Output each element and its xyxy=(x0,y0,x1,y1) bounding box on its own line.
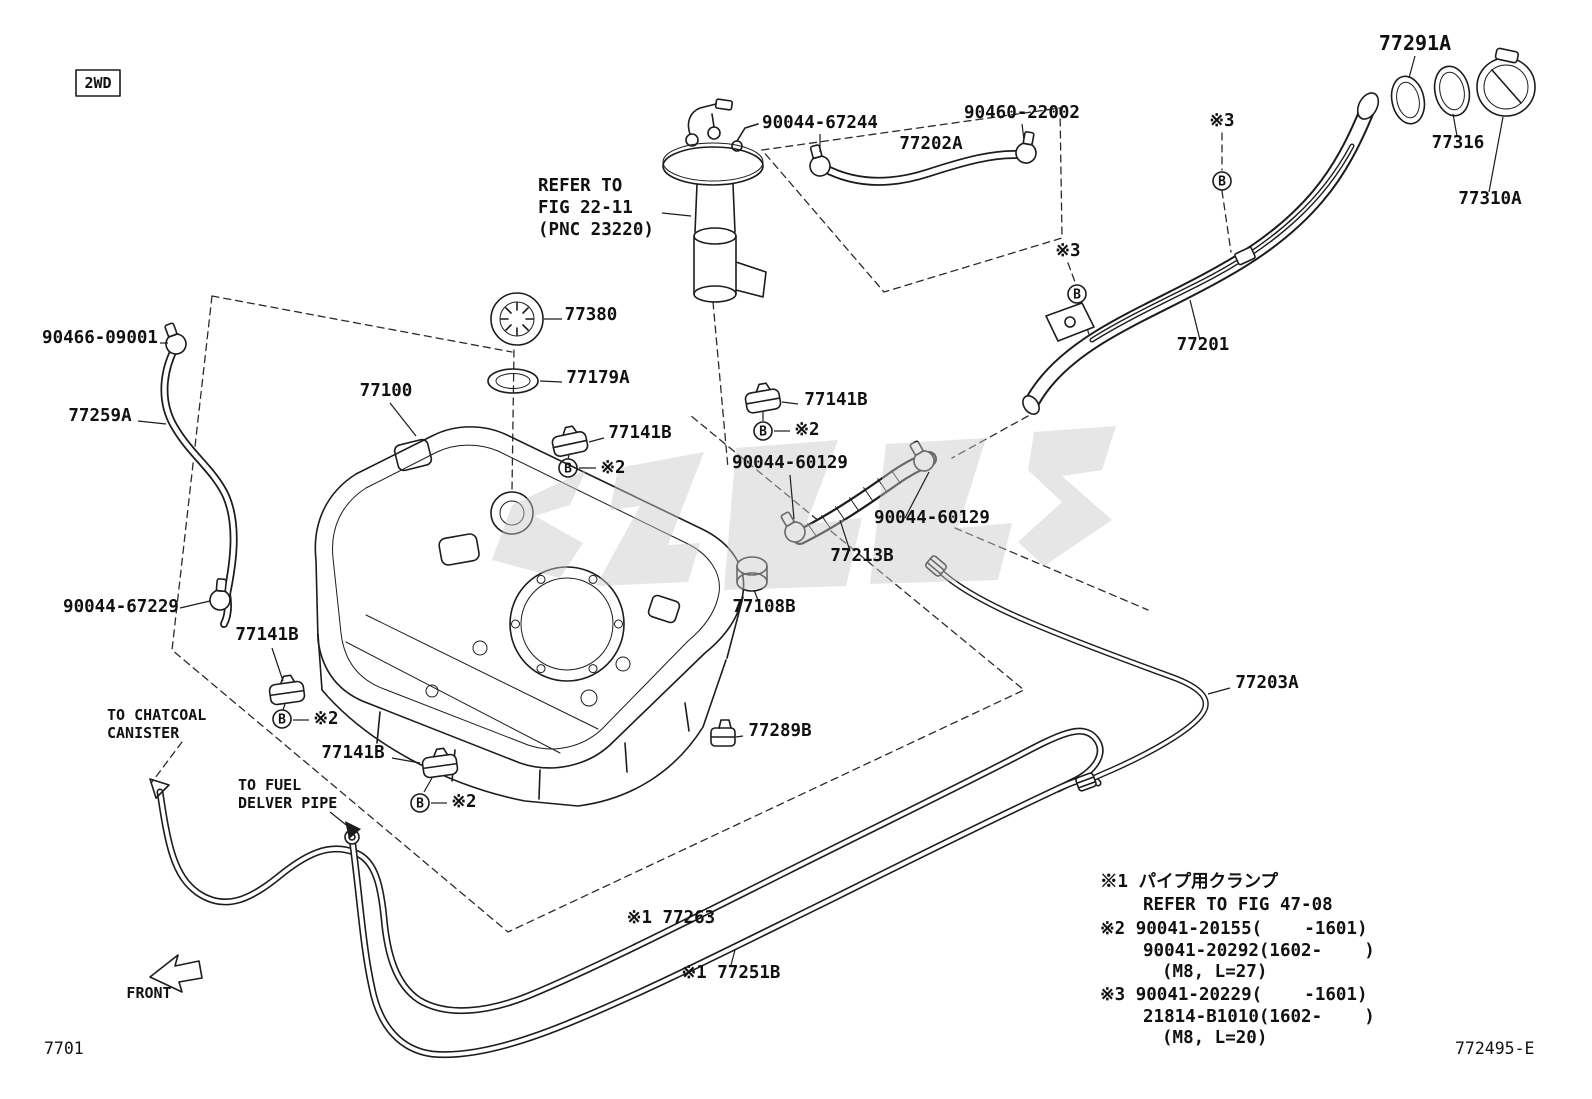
canister-arrowhead xyxy=(149,778,170,799)
b-marker: B xyxy=(272,709,292,729)
b-marker-label: B xyxy=(278,713,286,728)
part-label-77263: ※1 77263 xyxy=(627,908,715,928)
part-label-77141b: 77141B xyxy=(804,390,867,410)
hose-77202a xyxy=(804,129,1041,186)
drive-type-label: 2WD xyxy=(84,74,111,92)
legend-row-7: 21814-B1010(1602- ) xyxy=(1143,1007,1375,1027)
drive-type-badge: 2WD xyxy=(75,69,121,97)
page-code: 7701 xyxy=(44,1039,84,1058)
fuel-tank-77100 xyxy=(314,426,745,807)
part-label-77316: 77316 xyxy=(1432,133,1485,153)
part-label-90044-60129: 90044-60129 xyxy=(874,508,990,528)
drawing-code: 772495-E xyxy=(1455,1039,1534,1058)
refer-note-line1: REFER TO xyxy=(538,176,622,196)
b-marker: B xyxy=(753,421,773,441)
b-marker-label: B xyxy=(564,462,572,477)
notes: REFER TO FIG 22-11 (PNC 23220) TO CHATCO… xyxy=(107,176,654,812)
b-marker: B xyxy=(558,458,578,478)
filler-pipe-77201 xyxy=(1022,92,1380,415)
part-label-77141b: 77141B xyxy=(321,743,384,763)
leader-lines xyxy=(137,55,1504,966)
part-label-90044-67244: 90044-67244 xyxy=(762,113,878,133)
front-arrow: FRONT xyxy=(126,954,203,1002)
ring-77291a xyxy=(1390,75,1426,125)
star2-marker: ※2 xyxy=(600,458,625,478)
legend-row-5: (M8, L=27) xyxy=(1162,962,1267,982)
part-label-77201: 77201 xyxy=(1177,335,1230,355)
b-marker-label: B xyxy=(416,797,424,812)
clip-77289b xyxy=(710,719,736,747)
part-label-77141b: 77141B xyxy=(235,625,298,645)
legend-row-4: 90041-20292(1602- ) xyxy=(1143,941,1375,961)
part-label-90466-09001: 90466-09001 xyxy=(42,328,158,348)
fuel-cap-77310a xyxy=(1476,47,1536,117)
b-marker-label: B xyxy=(1218,175,1226,190)
b-marker-label: B xyxy=(759,425,767,440)
construction-lines xyxy=(151,107,1232,933)
part-label-77310a: 77310A xyxy=(1458,189,1522,209)
part-label-90460-22002: 90460-22002 xyxy=(964,103,1080,123)
b-marker: B xyxy=(410,793,430,813)
legend-row-2: REFER TO FIG 47-08 xyxy=(1143,895,1333,915)
b-marker: B xyxy=(1067,284,1087,304)
fuel-pipe-note-line2: DELVER PIPE xyxy=(238,794,337,812)
legend-row-1: ※1 パイプ用クランプ xyxy=(1100,871,1279,892)
part-label-77179a: 77179A xyxy=(566,368,630,388)
watermark xyxy=(492,426,1116,590)
part-label-77289b: 77289B xyxy=(748,721,811,741)
legend-row-8: (M8, L=20) xyxy=(1162,1028,1267,1048)
gasket-77179a xyxy=(487,368,539,394)
legend-row-3: ※2 90041-20155( -1601) xyxy=(1100,919,1368,939)
part-label-77100: 77100 xyxy=(360,381,413,401)
part-label-77291a: 77291A xyxy=(1379,31,1451,55)
part-label-77108b: 77108B xyxy=(732,597,795,617)
b-markers: B B B B B B xyxy=(272,171,1232,813)
star2-marker: ※2 xyxy=(313,709,338,729)
part-label-77259a: 77259A xyxy=(68,406,132,426)
charcoal-note-line2: CANISTER xyxy=(107,724,180,742)
part-label-77203a: 77203A xyxy=(1235,673,1299,693)
refer-note-line2: FIG 22-11 xyxy=(538,198,633,218)
hose-77213b xyxy=(775,437,939,547)
star3-marker: ※3 xyxy=(1055,241,1080,261)
ring-77316 xyxy=(1433,65,1471,117)
star3-marker: ※3 xyxy=(1209,111,1234,131)
star2-marker: ※2 xyxy=(451,792,476,812)
part-label-90044-67229: 90044-67229 xyxy=(63,597,179,617)
pipe-77203a xyxy=(923,554,1209,793)
front-label: FRONT xyxy=(126,984,171,1002)
grommet-77108b xyxy=(736,556,768,592)
legend: ※1 パイプ用クランプ REFER TO FIG 47-08 ※2 90041-… xyxy=(1100,871,1375,1048)
part-labels: 77291A 77316 77310A 90044-67244 90460-22… xyxy=(42,31,1522,983)
fuel-pipe-arrowhead xyxy=(345,821,361,839)
part-label-77141b: 77141B xyxy=(608,423,671,443)
star2-marker: ※2 xyxy=(794,420,819,440)
part-label-77380: 77380 xyxy=(565,305,618,325)
part-label-77202a: 77202A xyxy=(899,134,963,154)
fuel-pipe-note-line1: TO FUEL xyxy=(238,776,301,794)
fuel-pump-assembly xyxy=(662,98,767,303)
pipe-77251b xyxy=(329,775,1102,1059)
part-label-77213b: 77213B xyxy=(830,546,893,566)
part-label-77251b: ※1 77251B xyxy=(682,963,781,983)
pipe-77263 xyxy=(149,727,1104,1015)
cap-77380 xyxy=(490,292,544,346)
b-marker-label: B xyxy=(1073,288,1081,303)
refer-note-line3: (PNC 23220) xyxy=(538,220,654,240)
hose-77259a xyxy=(158,320,238,628)
part-label-90044-60129: 90044-60129 xyxy=(732,453,848,473)
legend-row-6: ※3 90041-20229( -1601) xyxy=(1100,985,1368,1005)
b-marker: B xyxy=(1212,171,1232,191)
charcoal-note-line1: TO CHATCOAL xyxy=(107,706,206,724)
